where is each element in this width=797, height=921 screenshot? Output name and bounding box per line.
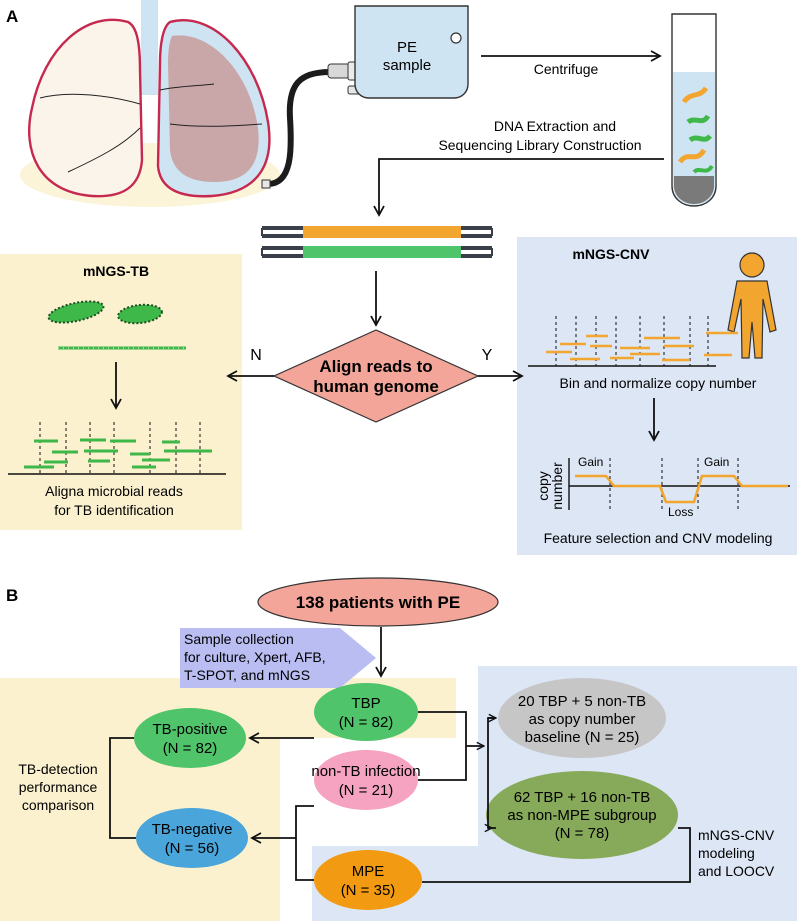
yes-branch-label: Y [482,347,493,364]
comparison-note-3: comparison [22,797,94,813]
mpe-ellipse [314,850,422,910]
tb-negative-ellipse [136,808,248,868]
tb-negative-label-2: (N = 56) [165,840,220,857]
align-decision-diamond [272,329,480,423]
mngs-tb-title: mNGS-TB [83,263,149,279]
comparison-bracket [109,737,136,839]
centrifuge-tube [671,13,717,207]
lungs-illustration [20,0,280,207]
baseline-label-3: baseline (N = 25) [525,729,640,746]
detection-comparison-panel [0,678,280,921]
cnv-profile-plot [568,458,790,510]
tbp-ellipse [314,683,418,741]
cnv-axis-label-1: copy [535,471,551,501]
sample-collection-line-1: Sample collection [184,631,294,647]
sequencing-library-fragments [261,226,493,258]
panel-b-letter: B [6,586,18,605]
align-decision-line-2: human genome [313,377,439,396]
tb-positive-label-1: TB-positive [152,721,227,738]
dna-extraction-label-2: Sequencing Library Construction [438,137,641,153]
cnv-gain-label-1: Gain [578,455,603,469]
cnv-loss-label: Loss [668,505,693,519]
align-decision-line-1: Align reads to [319,357,432,376]
dna-extraction-label-1: DNA Extraction and [494,118,616,134]
tb-aligned-reads [8,422,226,475]
modeling-note-3: and LOOCV [698,863,775,879]
non-mpe-label-3: (N = 78) [555,825,610,842]
mngs-tb-panel [0,254,242,530]
centrifuge-label: Centrifuge [534,61,599,77]
root-patients-label: 138 patients with PE [296,593,460,612]
mngs-cnv-title: mNGS-CNV [572,246,650,262]
cnv-model-caption: Feature selection and CNV modeling [544,530,773,546]
non-mpe-label-1: 62 TBP + 16 non-TB [514,789,651,806]
modeling-note-2: modeling [698,845,755,861]
non-tb-label-1: non-TB infection [311,763,420,780]
tbp-label-2: (N = 82) [339,714,394,731]
non-tb-ellipse [314,750,418,810]
comparison-note-1: TB-detection [18,761,97,777]
panel-a-letter: A [6,7,18,26]
no-branch-label: N [250,347,262,364]
baseline-label-1: 20 TBP + 5 non-TB [518,693,646,710]
root-patients-ellipse [257,577,499,627]
non-mpe-ellipse [486,771,678,859]
cnv-axis-label-2: number [549,462,565,510]
sample-collection-arrow-shape [180,628,376,688]
cnv-bin-caption: Bin and normalize copy number [560,375,757,391]
non-mpe-label-2: as non-MPE subgroup [507,807,656,824]
tb-negative-label-1: TB-negative [152,821,233,838]
tb-positive-label-2: (N = 82) [163,740,218,757]
sample-collection-line-3: T-SPOT, and mNGS [184,667,310,683]
pe-bag-label-1: PE [397,39,417,56]
cnv-gain-label-2: Gain [704,455,729,469]
non-tb-label-2: (N = 21) [339,782,394,799]
modeling-bracket [422,827,691,883]
cnv-bins-reads [528,316,738,367]
pe-sample-bag: PE sample [354,5,469,99]
negative-bracket [295,805,314,881]
tb-positive-ellipse [134,708,246,768]
tb-caption-2: for TB identification [54,502,174,518]
sample-collection-line-2: for culture, Xpert, AFB, [184,649,326,665]
tbp-label-1: TBP [351,695,380,712]
mpe-label-2: (N = 35) [341,882,396,899]
mpe-label-1: MPE [352,863,385,880]
extraction-arrow [373,158,664,217]
tb-bacteria-icon [47,300,163,325]
baseline-label-2: as copy number [529,711,636,728]
pe-bag-label-2: sample [383,57,431,74]
tb-caption-1: Aligna microbial reads [45,483,183,499]
human-figure-icon [727,252,777,359]
baseline-ellipse [498,678,666,758]
modeling-note-1: mNGS-CNV [698,827,775,843]
comparison-note-2: performance [19,779,98,795]
